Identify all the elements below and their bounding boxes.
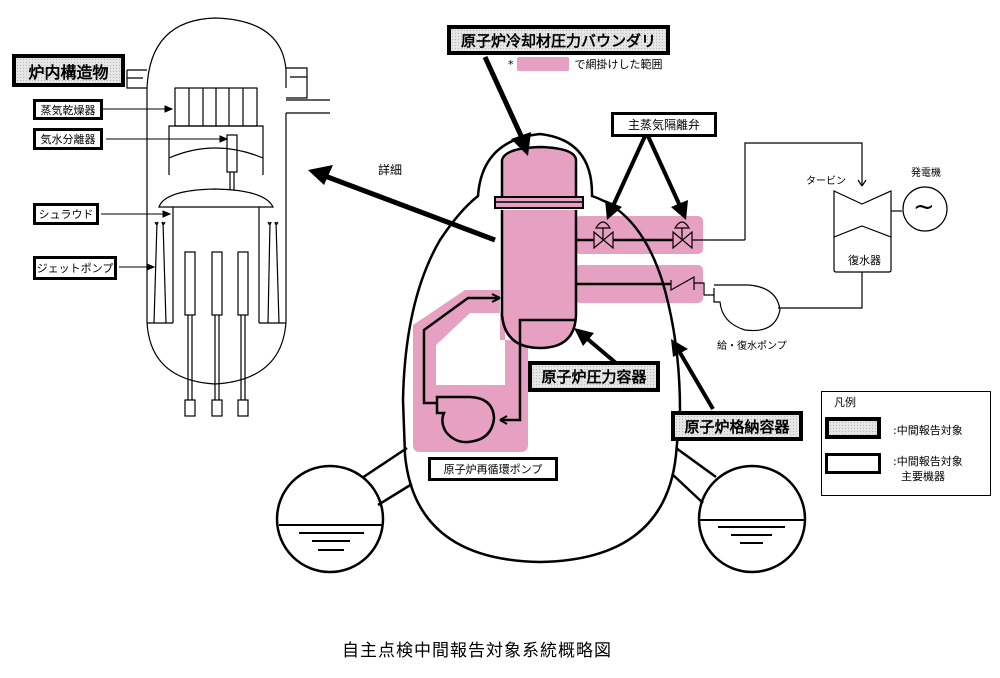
detail-vessel-head [146,17,287,89]
reactor-pressure-vessel [494,145,584,350]
turbine-condenser [833,186,948,273]
boundary-note-asterisk: * [508,57,514,71]
boundary-swatch [516,57,569,71]
detail-standpipe [229,172,235,190]
detail-arrow [308,165,496,243]
boundary-note: * で網掛けした範囲 [508,56,663,72]
reactor-internals-detail [126,17,330,417]
turbine-label: タービン [806,176,846,187]
detail-vessel-wall [146,88,287,385]
msiv-valve-2 [672,221,693,250]
detail-shroud-head [158,188,274,208]
shroud-label: シュラウド [33,203,99,225]
internals-leader-lines [101,105,229,271]
msiv-arrows [605,135,688,220]
reactor-internals-label: 炉内構造物 [12,54,125,87]
diagram-title: 自主点検中間報告対象系統概略図 [342,641,612,661]
main-steam-line [576,142,867,242]
legend-swatch-thin [825,453,881,474]
detail-drive-3 [237,399,249,417]
condenser-label: 復水器 [848,254,881,267]
condenser-shape [833,237,892,273]
detail-nozzle-right [286,99,330,114]
pcv-label: 原子炉格納容器 [671,411,803,441]
recirculation-piping [422,293,576,425]
turbine-shape [833,190,892,238]
detail-jet-pump-left [153,221,167,324]
recirculation-pump [435,395,496,444]
suppression-chamber-right [671,446,807,574]
msiv-valve-1 [593,221,614,250]
detail-control-rod-3 [237,251,249,316]
feedwater-line [576,275,714,296]
legend-text-1: :中間報告対象 [893,424,963,437]
detail-drive-2 [211,399,223,417]
detail-separator [226,134,238,173]
legend-title: 凡例 [834,396,856,409]
feed-pump [713,272,863,332]
msiv-label: 主蒸気隔離弁 [611,112,717,137]
recirc-pump-label: 原子炉再循環ポンプ [428,457,558,481]
detail-rod-drives [187,315,246,400]
legend-text-2: :中間報告対象 [893,455,963,468]
steam-separator-label: 気水分離器 [33,128,103,150]
detail-flange-left [126,69,147,89]
legend-swatch-thick [825,417,881,439]
detail-control-rod-1 [184,251,196,316]
legend-text-2b: 主要機器 [901,470,945,483]
feed-pump-label: 給・復水ポンプ [717,341,787,352]
detail-label: 詳細 [378,163,403,177]
detail-shroud [147,207,286,324]
detail-drive-1 [184,399,196,417]
detail-flange-right [286,67,308,99]
legend: 凡例 :中間報告対象 :中間報告対象 主要機器 [821,391,991,496]
detail-control-rod-2 [211,251,223,316]
detail-dryer-vanes [188,88,244,126]
detail-jet-pump-right [267,221,280,324]
boundary-note-text: で網掛けした範囲 [574,58,663,71]
suppression-chamber-left [275,446,413,574]
generator-circle [902,186,948,232]
detail-separator-housing [168,125,264,175]
steam-dryer-label: 蒸気乾燥器 [33,99,103,120]
generator-label: 発電機 [911,168,941,179]
rpv-label: 原子炉圧力容器 [528,361,660,392]
coolant-pressure-boundary-label: 原子炉冷却材圧力バウンダリ [447,25,670,55]
jet-pump-label: ジェットポンプ [33,256,117,280]
boundary-main-steam [575,216,703,254]
label-arrows [482,55,715,411]
containment-vessel [401,132,682,564]
generator-symbol: ~ [913,192,935,222]
